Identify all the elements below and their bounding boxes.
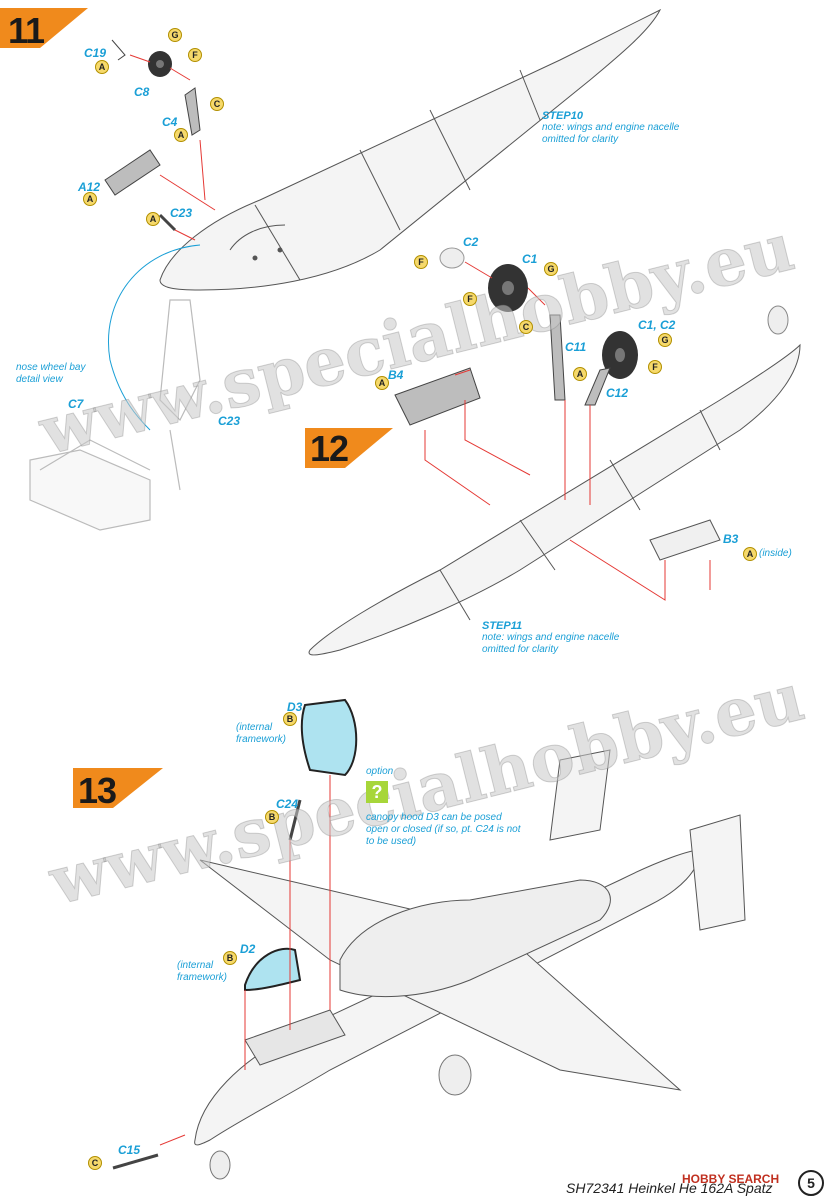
part-label-c1: C1 [522, 252, 538, 266]
step12-arrows [424, 261, 711, 601]
rod-c15 [112, 1153, 159, 1170]
note-nose-detail: nose wheel bay detail view [16, 362, 86, 385]
badge-c11-a: A [573, 367, 587, 381]
part-label-c1c2: C1, C2 [638, 318, 676, 332]
strut-c12 [584, 367, 611, 406]
step-13-banner [73, 768, 163, 808]
canopy-d3 [300, 698, 358, 777]
part-label-c4: C4 [162, 115, 178, 129]
part-label-c11: C11 [565, 340, 587, 354]
badge-c15-c: C [88, 1156, 102, 1170]
door-b4 [394, 367, 481, 426]
nose-bay-detail [29, 299, 201, 531]
badge-a12-a: A [83, 192, 97, 206]
page-number: 5 [798, 1170, 824, 1196]
hobby-search-logo: HOBBY SEARCH [682, 1172, 780, 1186]
part-label-c23-detail: C23 [218, 414, 241, 428]
note-step11: STEP11 note: wings and engine nacelle om… [482, 620, 632, 656]
part-label-d2: D2 [240, 942, 256, 956]
note-step10-text: note: wings and engine nacelle omitted f… [542, 122, 680, 145]
badge-c8-g: G [168, 28, 182, 42]
rod-c24 [288, 799, 302, 841]
badge-c23-a: A [146, 212, 160, 226]
note-step10-title: STEP10 [542, 110, 583, 122]
step-11-banner [0, 8, 88, 48]
step12-parts [394, 247, 789, 426]
option-text: canopy hood D3 can be posed open or clos… [366, 812, 521, 847]
tail-wheel [767, 305, 789, 335]
panel-a12 [104, 149, 161, 196]
step13-aircraft [194, 749, 746, 1180]
detail-pointer [108, 244, 201, 431]
badge-c24-b: B [265, 810, 279, 824]
step13-arrows [159, 775, 331, 1146]
step13-parts [112, 698, 358, 1170]
badge-c2-f: F [414, 255, 428, 269]
part-label-c2: C2 [463, 235, 479, 249]
badge-c8-f: F [188, 48, 202, 62]
step12-fuselage [308, 343, 801, 656]
badge-b3-a: A [743, 547, 757, 561]
option-question-icon: ? [366, 781, 388, 803]
badge-b4-a: A [375, 376, 389, 390]
badge-c4-a: A [174, 128, 188, 142]
part-label-b4: B4 [388, 368, 404, 382]
note-step10: STEP10 note: wings and engine nacelle om… [542, 110, 692, 146]
part-label-c24: C24 [276, 797, 299, 811]
note-internal-framework-1: (internal framework) [236, 722, 287, 745]
badge-d2-b: B [223, 951, 237, 965]
canopy-d2 [244, 947, 302, 992]
part-label-a12: A12 [78, 180, 101, 194]
part-label-c15: C15 [118, 1143, 141, 1157]
part-label-c7: C7 [68, 397, 84, 411]
rod-c23 [158, 213, 177, 232]
badge-c1c2-f: F [648, 360, 662, 374]
badge-c19-a: A [95, 60, 109, 74]
step-13-number: 13 [78, 770, 117, 811]
badge-c1-g: G [544, 262, 558, 276]
step11-parts [104, 39, 201, 232]
step-12-banner [305, 428, 393, 468]
badge-c1c2-g: G [658, 333, 672, 347]
part-label-c12: C12 [606, 386, 629, 400]
strut-c4 [184, 87, 201, 136]
part-label-c23: C23 [170, 206, 193, 220]
step11-fuselage [159, 8, 662, 291]
badge-c4-c: C [210, 97, 224, 111]
option-label: option [366, 766, 394, 777]
badge-c1-f: F [463, 292, 477, 306]
bracket-c19 [111, 39, 126, 61]
footer-title: SH72341 Heinkel He 162A Spatz [566, 1180, 773, 1196]
badge-c11-c: C [519, 320, 533, 334]
part-label-c19: C19 [84, 46, 107, 60]
part-label-c8: C8 [134, 85, 150, 99]
badge-d3-b: B [283, 712, 297, 726]
note-step11-title: STEP11 [482, 620, 523, 632]
step11-arrows [129, 54, 216, 241]
part-label-d3: D3 [287, 700, 303, 714]
note-internal-framework-2: (internal framework) [177, 960, 228, 983]
part-label-b3: B3 [723, 532, 739, 546]
note-step11-text: note: wings and engine nacelle omitted f… [482, 632, 620, 655]
disc-c2 [439, 247, 465, 269]
note-inside: (inside) [759, 548, 792, 559]
step-11-number: 11 [8, 10, 45, 51]
step-12-number: 12 [310, 428, 349, 469]
